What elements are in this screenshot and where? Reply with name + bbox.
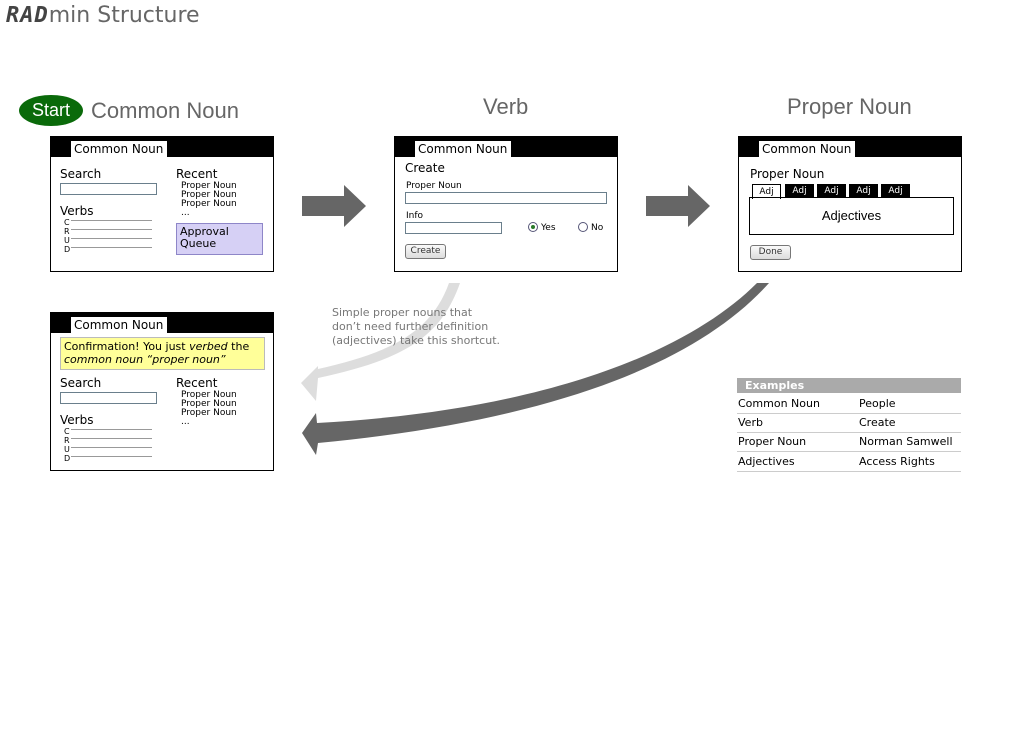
recent-item[interactable]: Proper Noun [181, 190, 237, 200]
recent-item[interactable]: Proper Noun [181, 399, 237, 409]
verbs-label: Verbs [60, 413, 94, 427]
panel-tab: Common Noun [71, 141, 168, 157]
verb-panel: Common Noun Create Proper Noun Info Yes … [394, 136, 618, 272]
panel-header: Common Noun [739, 137, 961, 157]
verb-line [71, 247, 152, 248]
panel-header: Common Noun [51, 137, 273, 157]
verb-line [71, 438, 152, 439]
yes-label: Yes [541, 223, 556, 233]
verb-read[interactable]: R [64, 436, 70, 445]
verb-line [71, 447, 152, 448]
create-heading: Create [405, 161, 445, 175]
panel-header: Common Noun [395, 137, 617, 157]
examples-row: Verb Create [737, 413, 961, 433]
no-radio[interactable] [578, 222, 588, 232]
verb-update[interactable]: U [64, 445, 70, 454]
recent-more[interactable]: ... [181, 417, 190, 427]
step-title-proper-noun: Proper Noun [787, 94, 912, 119]
example-term: Adjectives [738, 455, 795, 468]
example-term: Common Noun [738, 397, 820, 410]
confirm-the: the [227, 340, 250, 353]
verb-line [71, 429, 152, 430]
common-noun-panel: Common Noun Search Verbs C R U D Recent … [50, 136, 274, 272]
step-title-common-noun: Common Noun [91, 98, 239, 123]
panel-tab: Common Noun [759, 141, 856, 157]
verb-line [71, 220, 152, 221]
step-title-verb: Verb [483, 94, 529, 119]
search-input[interactable] [60, 183, 157, 195]
verb-read[interactable]: R [64, 227, 70, 236]
recent-item[interactable]: Proper Noun [181, 408, 237, 418]
proper-noun-panel: Common Noun Proper Noun Adj Adj Adj Adj … [738, 136, 962, 272]
verb-delete[interactable]: D [64, 454, 71, 463]
panel-tab: Common Noun [71, 317, 168, 333]
confirm-verbed: verbed [189, 340, 228, 353]
example-value: Access Rights [859, 455, 935, 468]
start-badge: Start [19, 95, 83, 126]
recent-more[interactable]: ... [181, 208, 190, 218]
info-input[interactable] [405, 222, 502, 234]
confirm-text: Confirmation! You just [64, 340, 190, 353]
shortcut-arrow [301, 283, 460, 401]
note-line: Simple proper nouns that [332, 306, 473, 319]
search-input[interactable] [60, 392, 157, 404]
tab-adj[interactable]: Adj [785, 184, 814, 198]
proper-noun-input[interactable] [405, 192, 607, 204]
example-term: Proper Noun [738, 435, 807, 448]
tab-adj[interactable]: Adj [849, 184, 878, 198]
verb-update[interactable]: U [64, 236, 70, 245]
tab-adj[interactable]: Adj [881, 184, 910, 198]
example-value: Norman Samwell [859, 435, 953, 448]
approval-queue[interactable]: Approval Queue [176, 223, 263, 255]
examples-row: Common Noun People [737, 394, 961, 414]
note-line: don’t need further definition [332, 320, 489, 333]
search-label: Search [60, 376, 102, 390]
search-label: Search [60, 167, 102, 181]
tab-adj[interactable]: Adj [817, 184, 846, 198]
adjectives-content: Adjectives [749, 197, 954, 235]
example-term: Verb [738, 416, 763, 429]
no-label: No [591, 223, 604, 233]
yes-radio[interactable] [528, 222, 538, 232]
verb-delete[interactable]: D [64, 245, 71, 254]
verb-line [71, 229, 152, 230]
adjective-tabs: Adj Adj Adj Adj Adj [752, 184, 914, 199]
confirm-noun: common noun “proper noun” [64, 353, 226, 366]
recent-label: Recent [176, 376, 218, 390]
example-value: People [859, 397, 896, 410]
confirmation-panel: Common Noun Confirmation! You just verbe… [50, 312, 274, 471]
title-rad: RAD [6, 3, 49, 28]
arrow-verb-to-proper [646, 185, 710, 227]
create-button[interactable]: Create [405, 244, 446, 259]
examples-row: Adjectives Access Rights [737, 452, 961, 472]
return-arrow [302, 283, 769, 455]
recent-item[interactable]: Proper Noun [181, 390, 237, 400]
note-line: (adjectives) take this shortcut. [332, 334, 501, 347]
arrow-common-to-verb [302, 185, 366, 227]
recent-label: Recent [176, 167, 218, 181]
title-rest: min Structure [48, 3, 200, 28]
done-button[interactable]: Done [750, 245, 791, 260]
proper-noun-label: Proper Noun [406, 181, 462, 191]
examples-row: Proper Noun Norman Samwell [737, 432, 961, 452]
panel-tab: Common Noun [415, 141, 512, 157]
info-label: Info [406, 211, 424, 221]
page-title: RADmin Structure [6, 3, 200, 28]
panel-header: Common Noun [51, 313, 273, 333]
verbs-label: Verbs [60, 204, 94, 218]
shortcut-note: Simple proper nouns that don’t need furt… [332, 306, 500, 348]
verb-line [71, 456, 152, 457]
proper-noun-heading: Proper Noun [750, 167, 825, 181]
verb-line [71, 238, 152, 239]
recent-item[interactable]: Proper Noun [181, 199, 237, 209]
example-value: Create [859, 416, 896, 429]
verb-create[interactable]: C [64, 218, 70, 227]
verb-create[interactable]: C [64, 427, 70, 436]
recent-item[interactable]: Proper Noun [181, 181, 237, 191]
tab-adj[interactable]: Adj [752, 184, 781, 199]
examples-header: Examples [737, 378, 961, 393]
